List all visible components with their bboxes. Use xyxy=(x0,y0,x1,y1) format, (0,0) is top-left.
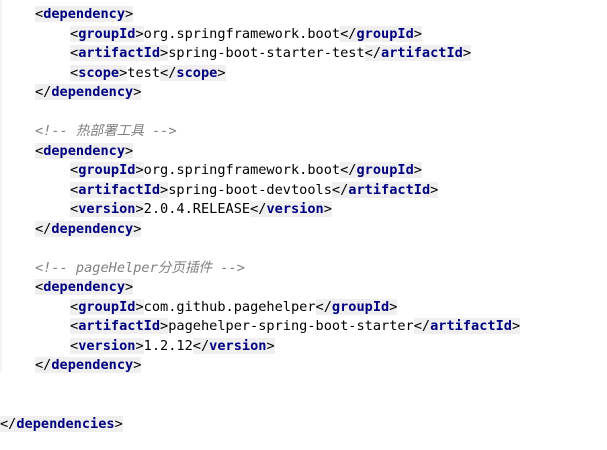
code-line[interactable]: <groupId>com.github.pagehelper</groupId> xyxy=(70,298,398,318)
closing-tag: </artifactId> xyxy=(413,318,521,334)
opening-tag: <artifactId> xyxy=(70,181,169,198)
tag-name: artifactId xyxy=(78,181,161,198)
element-value: spring-boot-starter-test xyxy=(168,45,365,61)
tag-name: groupId xyxy=(331,298,390,315)
tag-name: version xyxy=(209,337,267,354)
tag-name: groupId xyxy=(78,25,136,42)
tag-name: artifactId xyxy=(430,318,512,334)
code-line[interactable]: <groupId>org.springframework.boot</group… xyxy=(70,25,422,45)
opening-tag: <groupId> xyxy=(70,298,144,315)
tag-name: dependencies xyxy=(16,415,115,432)
code-line[interactable]: <scope>test</scope> xyxy=(70,64,226,84)
opening-tag: <dependency> xyxy=(35,142,134,159)
code-line[interactable]: </dependency> xyxy=(35,356,142,376)
opening-tag: <version> xyxy=(70,201,144,217)
tag-name: artifactId xyxy=(78,318,161,334)
opening-tag: <dependency> xyxy=(35,279,134,295)
tag-name: version xyxy=(78,337,136,354)
closing-tag: </dependencies> xyxy=(0,415,123,432)
opening-tag: <dependency> xyxy=(35,6,134,22)
code-line[interactable]: <version>2.0.4.RELEASE</version> xyxy=(70,200,332,220)
closing-tag: </scope> xyxy=(160,64,226,81)
tag-name: version xyxy=(266,201,324,217)
xml-comment: <!-- pageHelper分页插件 --> xyxy=(35,259,245,276)
tag-name: dependency xyxy=(43,142,126,159)
tag-name: dependency xyxy=(51,84,134,100)
editor-gutter xyxy=(0,0,2,372)
closing-tag: </version> xyxy=(192,337,275,354)
code-line[interactable]: <dependency> xyxy=(35,278,134,298)
element-value: pagehelper-spring-boot-starter xyxy=(168,318,414,334)
closing-tag: </groupId> xyxy=(340,25,422,42)
element-value: org.springframework.boot xyxy=(143,25,341,42)
element-value: test xyxy=(127,64,161,81)
tag-name: dependency xyxy=(51,357,134,373)
closing-tag: </groupId> xyxy=(315,298,398,315)
element-value: com.github.pagehelper xyxy=(143,298,316,315)
opening-tag: <artifactId> xyxy=(70,318,169,334)
element-value: org.springframework.boot xyxy=(143,162,341,178)
code-line[interactable]: <!-- pageHelper分页插件 --> xyxy=(35,259,245,279)
code-line[interactable]: </dependencies> xyxy=(0,415,123,435)
tag-name: groupId xyxy=(78,162,136,178)
code-line[interactable]: <dependency> xyxy=(35,5,134,25)
opening-tag: <scope> xyxy=(70,64,128,81)
code-line[interactable] xyxy=(0,395,8,415)
element-value: 1.2.12 xyxy=(143,337,193,354)
tag-name: groupId xyxy=(356,162,414,178)
tag-name: dependency xyxy=(43,279,126,295)
code-line[interactable] xyxy=(0,103,8,123)
closing-tag: </dependency> xyxy=(35,84,142,100)
tag-name: scope xyxy=(78,64,120,81)
code-line[interactable] xyxy=(0,239,8,259)
opening-tag: <groupId> xyxy=(70,162,144,178)
code-line[interactable]: <version>1.2.12</version> xyxy=(70,337,275,357)
code-line[interactable]: <dependency> xyxy=(35,142,134,162)
opening-tag: <version> xyxy=(70,337,144,354)
element-value: spring-boot-devtools xyxy=(168,181,332,198)
tag-name: groupId xyxy=(78,298,136,315)
closing-tag: </dependency> xyxy=(35,220,142,237)
closing-tag: </dependency> xyxy=(35,357,142,373)
closing-tag: </artifactId> xyxy=(331,181,439,198)
tag-name: artifactId xyxy=(348,181,431,198)
code-line[interactable]: </dependency> xyxy=(35,83,142,103)
tag-name: scope xyxy=(176,64,218,81)
code-line[interactable]: </dependency> xyxy=(35,220,142,240)
tag-name: artifactId xyxy=(78,45,161,61)
xml-comment: <!-- 热部署工具 --> xyxy=(35,123,177,139)
closing-tag: </artifactId> xyxy=(364,45,472,61)
tag-name: dependency xyxy=(43,6,126,22)
code-line[interactable]: <!-- 热部署工具 --> xyxy=(35,122,177,142)
tag-name: groupId xyxy=(356,25,414,42)
code-line[interactable]: <artifactId>spring-boot-starter-test</ar… xyxy=(70,44,472,64)
code-line[interactable]: <artifactId>spring-boot-devtools</artifa… xyxy=(70,181,439,201)
closing-tag: </groupId> xyxy=(340,162,422,178)
tag-name: artifactId xyxy=(381,45,463,61)
tag-name: dependency xyxy=(51,220,134,237)
opening-tag: <artifactId> xyxy=(70,45,169,61)
element-value: 2.0.4.RELEASE xyxy=(143,201,251,217)
code-line[interactable]: <groupId>org.springframework.boot</group… xyxy=(70,161,422,181)
closing-tag: </version> xyxy=(250,201,332,217)
code-line[interactable]: <artifactId>pagehelper-spring-boot-start… xyxy=(70,317,521,337)
opening-tag: <groupId> xyxy=(70,25,144,42)
tag-name: version xyxy=(78,201,136,217)
code-line[interactable] xyxy=(0,376,8,396)
